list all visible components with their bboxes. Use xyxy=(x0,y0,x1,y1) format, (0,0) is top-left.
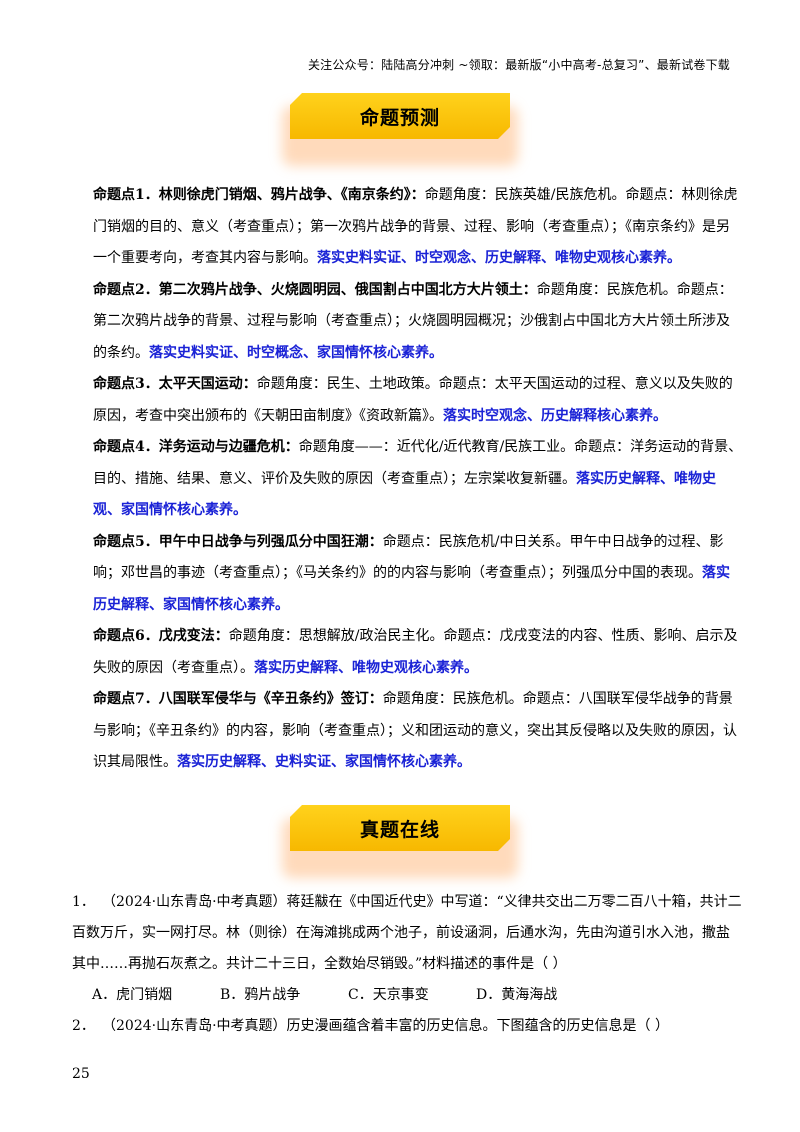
question-text: （2024·山东青岛·中考真题）历史漫画蕴含着丰富的历史信息。下图蕴含的历史信息… xyxy=(102,1018,669,1034)
prediction-item: 命题点2．第二次鸦片战争、火烧圆明园、俄国割占中国北方大片领土：命题角度：民族危… xyxy=(93,275,743,370)
item-highlight: 落实历史解释、史料实证、家国情怀核心素养。 xyxy=(177,754,471,770)
item-text: 命题角度——：近代化/近代教育/民族工业。命题点：洋务运动的背景、目的、措施、结… xyxy=(93,439,743,487)
item-text: 命题角度：思想解放/政治民主化。命题点：戊戌变法的内容、性质、影响、启示及失败的… xyxy=(93,628,738,676)
option-b[interactable]: B．鸦片战争 xyxy=(220,987,301,1003)
item-text: 命题角度：民族英雄/民族危机。命题点：林则徐虎门销烟的目的、意义（考查重点）；第… xyxy=(93,187,738,266)
question-number: 2． xyxy=(72,1018,95,1034)
prediction-item: 命题点6．戊戌变法：命题角度：思想解放/政治民主化。命题点：戊戌变法的内容、性质… xyxy=(93,621,743,684)
item-highlight: 落实史料实证、时空观念、历史解释、唯物史观核心素养。 xyxy=(317,250,681,266)
item-text: 命题角度：民族危机。命题点：第二次鸦片战争的背景、过程与影响（考查重点）；火烧圆… xyxy=(93,281,733,361)
question-number: 1． xyxy=(72,894,95,910)
item-text: 命题点：民族危机/中日关系。甲午中日战争的过程、影响；邓世昌的事迹（考查重点）；… xyxy=(93,533,724,582)
item-label: 命题点5．甲午中日战争与列强瓜分中国狂潮： xyxy=(93,533,383,550)
prediction-item: 命题点7．八国联军侵华与《辛丑条约》签订：命题角度：民族危机。命题点：八国联军侵… xyxy=(93,684,743,779)
item-label: 命题点2．第二次鸦片战争、火烧圆明园、俄国割占中国北方大片领土： xyxy=(93,281,537,298)
option-c[interactable]: C．天京事变 xyxy=(348,987,429,1003)
section-banner-prediction: 命题预测 xyxy=(290,93,510,139)
prediction-section: 命题点1．林则徐虎门销烟、鸦片战争、《南京条约》：命题角度：民族英雄/民族危机。… xyxy=(93,180,743,779)
item-label: 命题点4．洋务运动与边疆危机： xyxy=(93,439,299,455)
item-label: 命题点7．八国联军侵华与《辛丑条约》签订： xyxy=(93,691,383,707)
item-highlight: 落实时空观念、历史解释核心素养。 xyxy=(443,407,667,424)
question-options: A．虎门销烟 B．鸦片战争 C．天京事变 D．黄海海战 xyxy=(92,980,742,1011)
option-d[interactable]: D．黄海海战 xyxy=(476,987,558,1003)
page-number: 25 xyxy=(72,1066,90,1082)
question-text: （2024·山东青岛·中考真题）蒋廷黻在《中国近代史》中写道：“义律共交出二万零… xyxy=(72,894,742,972)
item-label: 命题点1．林则徐虎门销烟、鸦片战争、《南京条约》： xyxy=(93,187,425,203)
item-highlight: 落实史料实证、时空概念、家国情怀核心素养。 xyxy=(149,344,443,361)
item-text: 命题角度：民族危机。命题点：八国联军侵华战争的背景与影响；《辛丑条约》的内容，影… xyxy=(93,691,737,770)
item-highlight: 落实历史解释、唯物史观核心素养。 xyxy=(254,659,478,676)
item-label: 命题点3．太平天国运动： xyxy=(93,376,257,392)
prediction-item: 命题点4．洋务运动与边疆危机：命题角度——：近代化/近代教育/民族工业。命题点：… xyxy=(93,432,743,527)
question: 2． （2024·山东青岛·中考真题）历史漫画蕴含着丰富的历史信息。下图蕴含的历史… xyxy=(72,1011,742,1042)
questions-section: 1．（2024·山东青岛·中考真题）蒋廷黻在《中国近代史》中写道：“义律共交出二… xyxy=(72,887,742,1042)
prediction-item: 命题点3．太平天国运动：命题角度：民生、土地政策。命题点：太平天国运动的过程、意… xyxy=(93,369,743,432)
header-note: 关注公众号：陆陆高分冲刺 ~领取：最新版“小中高考-总复习”、最新试卷下载 xyxy=(307,58,730,72)
item-highlight: 落实历史解释、家国情怀核心素养。 xyxy=(93,565,730,613)
prediction-item: 命题点1．林则徐虎门销烟、鸦片战争、《南京条约》：命题角度：民族英雄/民族危机。… xyxy=(93,180,743,275)
item-text: 命题角度：民生、土地政策。命题点：太平天国运动的过程、意义以及失败的原因，考查中… xyxy=(93,376,733,424)
item-label: 命题点6．戊戌变法： xyxy=(93,628,229,644)
prediction-item: 命题点5．甲午中日战争与列强瓜分中国狂潮：命题点：民族危机/中日关系。甲午中日战… xyxy=(93,527,743,622)
section-banner-real-exam: 真题在线 xyxy=(290,805,510,851)
question: 1．（2024·山东青岛·中考真题）蒋廷黻在《中国近代史》中写道：“义律共交出二… xyxy=(72,887,742,980)
option-a[interactable]: A．虎门销烟 xyxy=(92,987,173,1003)
item-highlight: 落实历史解释、唯物史观、家国情怀核心素养。 xyxy=(93,470,716,519)
